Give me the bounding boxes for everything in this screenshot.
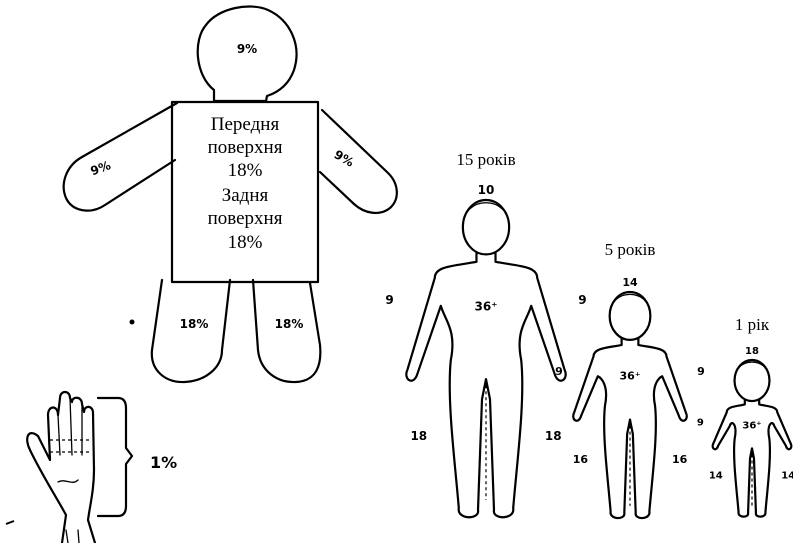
left-leg-percent: 18% (180, 317, 209, 331)
right-leg-value: 16 (672, 453, 688, 466)
stray-mark (130, 320, 135, 325)
age-figure-body-left (713, 400, 752, 517)
age-figure-2: 5 років 14 36⁺ 9 9 16 16 (555, 240, 705, 518)
head-percent: 9% (237, 42, 257, 56)
figure-right-leg (253, 280, 320, 382)
head-value: 18 (745, 346, 759, 357)
age-figure-body-left (406, 253, 486, 517)
head-value: 14 (622, 276, 638, 289)
figure-right-arm (320, 110, 397, 213)
torso-back-percent: 18% (228, 232, 263, 253)
figure-left-leg (152, 280, 230, 382)
age-label: 5 років (605, 240, 656, 259)
torso-back-line-1: Задня (222, 185, 269, 206)
age-figure-body-right (752, 400, 791, 517)
age-label: 1 рік (735, 315, 770, 334)
palm-rule: 1% (6, 392, 177, 543)
age-figure-1: 15 років 10 36⁺ 9 9 18 18 (385, 150, 586, 517)
trunk-value: 36⁺ (742, 420, 761, 431)
age-figure-body-right (630, 339, 687, 518)
age-figures: 15 років 10 36⁺ 9 9 18 18 5 років 14 36⁺ 9 9 16 16 1 р… (385, 150, 793, 518)
right-leg-percent: 18% (275, 317, 304, 331)
trunk-value: 36⁺ (619, 370, 640, 383)
age-figure-body-right (486, 253, 566, 517)
age-figure-body-left (573, 339, 630, 518)
left-arm-percent: 9% (89, 158, 113, 178)
left-leg-value: 18 (410, 429, 427, 443)
right-arm-value: 9 (697, 365, 705, 378)
left-arm-value: 9 (555, 365, 563, 378)
trunk-value: 36⁺ (474, 300, 497, 314)
palm-hand (27, 392, 95, 543)
figure-left-arm (64, 103, 177, 211)
left-arm-value: 9 (385, 293, 393, 307)
age-label: 15 років (456, 150, 515, 169)
left-leg-value: 14 (709, 471, 723, 482)
palm-bracket (98, 398, 132, 516)
torso-back-line-2: поверхня (208, 208, 283, 229)
right-leg-value: 18 (545, 429, 562, 443)
right-arm-value: 9 (578, 293, 586, 307)
rule-of-nines-figure: 9% 9% 9% 18% 18% Передня поверхня 18% За… (64, 6, 397, 382)
left-leg-value: 16 (573, 453, 589, 466)
torso-front-line-1: Передня (211, 114, 280, 135)
torso-front-percent: 18% (228, 160, 263, 181)
torso-front-line-2: поверхня (208, 137, 283, 158)
palm-percent: 1% (150, 453, 177, 472)
right-leg-value: 14 (781, 471, 793, 482)
age-figure-3: 1 рік 18 36⁺ 9 9 14 14 (697, 315, 793, 517)
right-arm-percent: 9% (332, 147, 357, 169)
head-value: 10 (478, 183, 495, 197)
left-arm-value: 9 (697, 417, 704, 428)
